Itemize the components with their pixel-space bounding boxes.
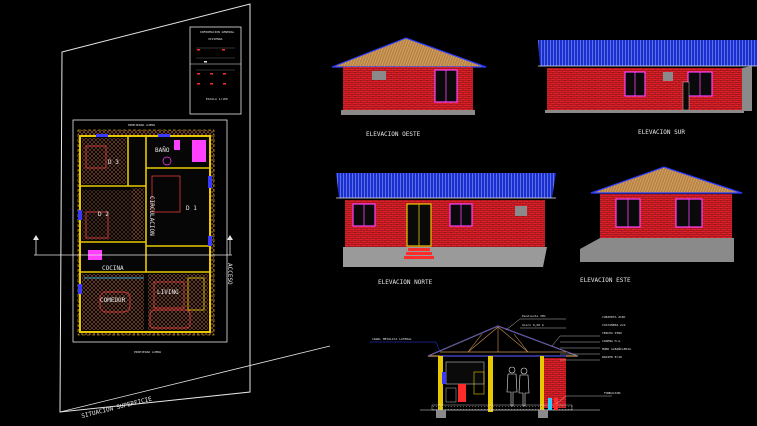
section-note-2: COSTANERA 2x2 [602, 323, 626, 327]
room-bath: BAÑO [155, 147, 170, 154]
section-note-3: CERCHA PINO [602, 331, 622, 335]
section-eave-note: Alero 0,60 m [522, 323, 544, 327]
room-dining: COMEDOR [100, 297, 126, 304]
title-scale: ESCALA 1/100 [206, 97, 228, 101]
room-bedroom1: D 1 [186, 205, 197, 212]
elevation-south-label: ELEVACION SUR [638, 129, 685, 136]
title-heading: INFORMACION GENERAL [200, 30, 235, 34]
section-note-1: CUBIERTA ZINC [602, 315, 626, 319]
room-bedroom2: D 2 [98, 211, 109, 218]
section-slope-note: Pendiente 30% [522, 314, 546, 318]
elevation-east-label: ELEVACION ESTE [580, 277, 631, 284]
elevation-west: ELEVACION OESTE [331, 37, 487, 138]
room-bedroom3: D 3 [108, 159, 119, 166]
plan-east-label: ACCESO [226, 263, 233, 285]
elevation-north-label: ELEVACION NORTE [378, 279, 433, 286]
elevation-west-label: ELEVACION OESTE [366, 131, 421, 138]
elevation-east: ELEVACION ESTE [580, 166, 743, 284]
section-note-5: MURO ALBAÑILERIA [602, 346, 631, 351]
section-figures [506, 366, 530, 407]
room-living: LIVING [157, 289, 179, 296]
elevation-south: ELEVACION SUR [538, 40, 757, 136]
room-hall: CIRCULACION [148, 196, 155, 236]
site-boundary [59, 3, 251, 413]
site-plan-sheet: SITUACION SUPERFICIE INFORMACION GENERAL… [33, 3, 331, 420]
section-note-4: CADENA H.A. [602, 339, 622, 343]
section-cut-line [33, 235, 233, 256]
section-foundation-note: FUNDACION [604, 391, 620, 395]
elevation-north: ELEVACION NORTE [336, 173, 556, 286]
section-note-6: RADIER E=10 [602, 355, 622, 359]
plan-north-label: PROPIEDAD AJENA [128, 123, 155, 127]
section-view: CANAL METALICA LATERAL Pendiente 30% Ale… [370, 314, 631, 418]
title-block: INFORMACION GENERAL VIVIENDA ESCALA 1/10… [189, 26, 242, 115]
plan-south-label: PROPIEDAD AJENA [134, 350, 161, 354]
room-kitchen: COCINA [102, 265, 124, 272]
plan-frame [72, 119, 228, 343]
site-label: SITUACION SUPERFICIE [81, 396, 153, 420]
section-left-note: CANAL METALICA LATERAL [372, 337, 412, 341]
title-subtitle: VIVIENDA [208, 37, 223, 41]
